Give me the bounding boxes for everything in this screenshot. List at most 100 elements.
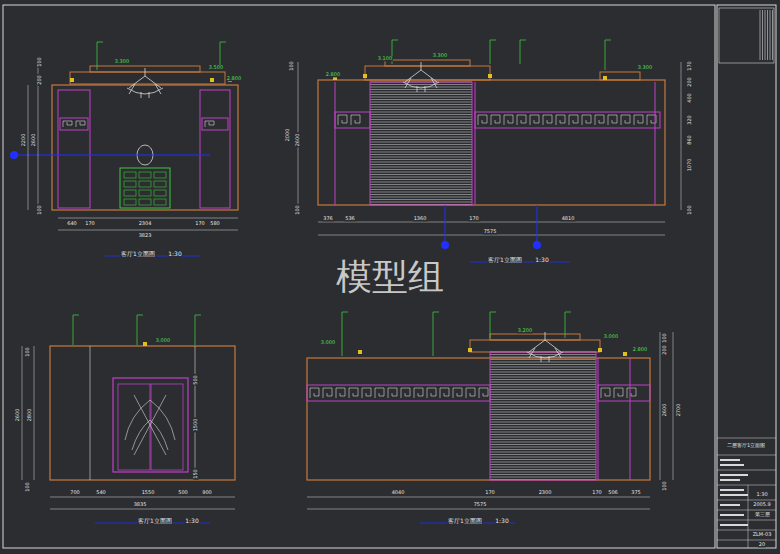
louver-line bbox=[490, 457, 596, 458]
level-mark bbox=[210, 78, 214, 82]
dimension: 170 bbox=[591, 490, 603, 495]
louver-line bbox=[370, 182, 472, 183]
view-caption: 客厅1立面图 bbox=[137, 518, 173, 524]
dimension: 400 bbox=[687, 92, 692, 104]
fret-band bbox=[598, 385, 650, 401]
louver-line bbox=[370, 142, 472, 143]
dim-line bbox=[22, 346, 23, 480]
dimension: 500 bbox=[177, 490, 189, 495]
louver-line bbox=[490, 424, 596, 425]
fret-motif bbox=[491, 115, 500, 125]
title-cell: 2005.9 bbox=[752, 502, 772, 507]
fret-motif bbox=[362, 388, 371, 398]
section-line bbox=[445, 205, 446, 245]
leader bbox=[195, 315, 196, 345]
leader bbox=[342, 312, 348, 313]
fret-motif bbox=[582, 115, 591, 125]
dimension: 200 bbox=[687, 76, 692, 88]
louver-line bbox=[370, 122, 472, 123]
scale: 1:30 bbox=[167, 251, 182, 257]
dimension: 900 bbox=[201, 490, 213, 495]
fret-motif bbox=[76, 121, 85, 127]
fret-motif bbox=[349, 388, 358, 398]
louver-line bbox=[370, 157, 472, 158]
leader bbox=[433, 312, 434, 356]
louver-line bbox=[370, 192, 472, 193]
louver-line bbox=[490, 357, 596, 358]
louver-line bbox=[370, 137, 472, 138]
dimension: 2200 bbox=[21, 133, 26, 148]
dim-line bbox=[50, 509, 235, 510]
logo-bar bbox=[765, 10, 766, 60]
pillar-line bbox=[475, 82, 476, 205]
dimension: 170 bbox=[484, 490, 496, 495]
level: 3.500 bbox=[208, 65, 224, 70]
dimension: 200 bbox=[37, 74, 42, 86]
louver-line bbox=[370, 94, 472, 95]
louver-line bbox=[370, 127, 472, 128]
title-row bbox=[717, 520, 776, 521]
fret-motif bbox=[351, 115, 360, 125]
leader bbox=[565, 312, 571, 313]
fret-motif bbox=[614, 388, 623, 398]
dim-line bbox=[58, 230, 238, 231]
fret-motif bbox=[530, 115, 539, 125]
wall-outline bbox=[50, 346, 235, 480]
level: 3.300 bbox=[432, 53, 448, 58]
leader bbox=[565, 312, 566, 338]
chandelier bbox=[127, 68, 163, 98]
pillar bbox=[58, 90, 90, 208]
level-mark bbox=[623, 352, 627, 356]
dim-line bbox=[318, 235, 665, 236]
louver-line bbox=[370, 84, 472, 85]
louver-line bbox=[490, 382, 596, 383]
pillar-line bbox=[630, 358, 631, 480]
louver-line bbox=[370, 152, 472, 153]
title-row bbox=[717, 485, 776, 486]
louver-line bbox=[370, 202, 472, 203]
cornice bbox=[365, 66, 490, 80]
fret-motif bbox=[323, 388, 332, 398]
dimension: 100 bbox=[25, 346, 30, 358]
louver-line bbox=[490, 379, 596, 380]
title-cell: 20 bbox=[758, 542, 766, 547]
louver-line bbox=[370, 154, 472, 155]
chandelier bbox=[403, 62, 439, 92]
louver-line bbox=[370, 102, 472, 103]
louver-line bbox=[490, 464, 596, 465]
louver-line bbox=[490, 454, 596, 455]
leader bbox=[520, 40, 526, 41]
title-row bbox=[717, 470, 776, 471]
dimension: 100 bbox=[289, 60, 294, 72]
pillar-line bbox=[655, 82, 656, 205]
level-mark bbox=[363, 74, 367, 78]
dim-line bbox=[318, 222, 665, 223]
fret-motif bbox=[63, 121, 72, 127]
louver-line bbox=[370, 89, 472, 90]
dimension: 2600 bbox=[295, 133, 300, 148]
louver-line bbox=[490, 477, 596, 478]
louver-line bbox=[370, 107, 472, 108]
fret-band bbox=[475, 112, 660, 128]
dim-line bbox=[28, 85, 29, 210]
title-field bbox=[720, 524, 748, 526]
fret-motif bbox=[634, 115, 643, 125]
drawer bbox=[154, 172, 166, 178]
fret-motif bbox=[543, 115, 552, 125]
louver-line bbox=[490, 402, 596, 403]
level: 3.100 bbox=[377, 56, 393, 61]
dimension: 4040 bbox=[391, 490, 406, 495]
louver-line bbox=[370, 169, 472, 170]
fret-motif bbox=[621, 115, 630, 125]
chandelier bbox=[527, 332, 563, 362]
fret-motif bbox=[310, 388, 319, 398]
leader bbox=[433, 312, 439, 313]
watermark: 模型组 bbox=[335, 258, 445, 296]
logo-bar bbox=[760, 10, 761, 60]
dimension: 150 bbox=[193, 468, 198, 480]
louver-line bbox=[370, 172, 472, 173]
leader bbox=[97, 42, 98, 70]
dim-line bbox=[681, 62, 682, 210]
louver-line bbox=[370, 149, 472, 150]
